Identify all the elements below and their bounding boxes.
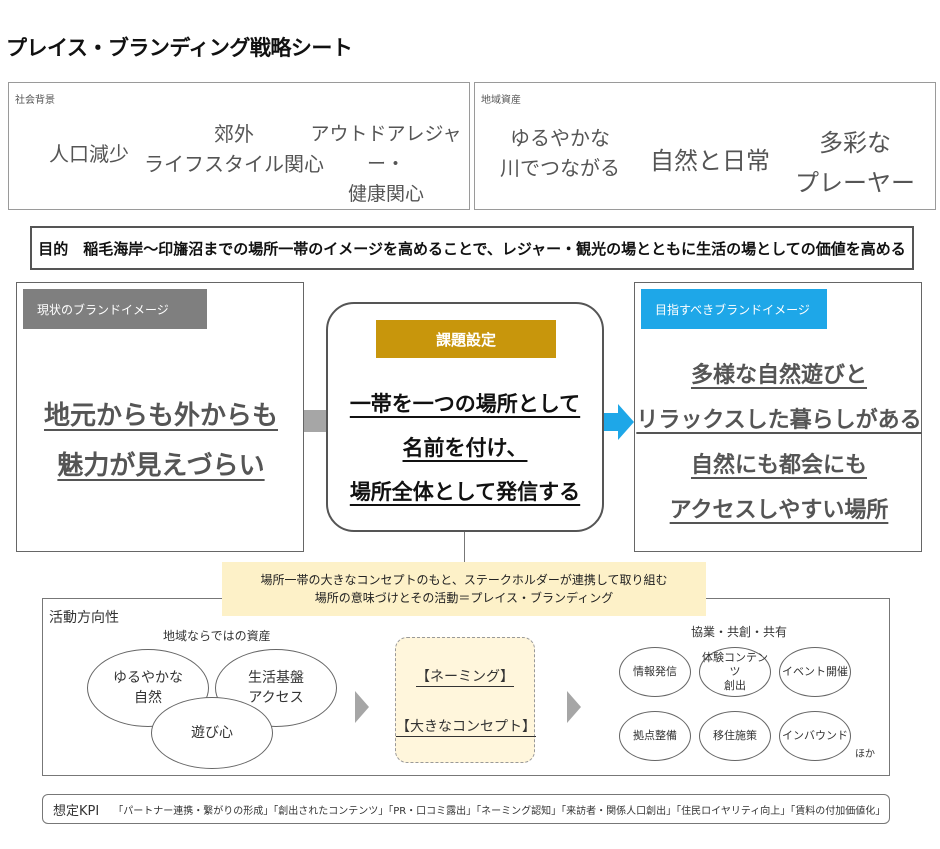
kpi-box: 想定KPI 「パートナー連携・繋がりの形成」「創出されたコンテンツ」「PR・口コ… [42,794,890,824]
naming-concept-box: 【ネーミング】 【大きなコンセプト】 [395,637,536,763]
arrow-right-icon [604,404,634,440]
regional-assets-label: 地域資産 [481,95,521,106]
target-brand-tag: 目指すべきブランドイメージ [641,289,827,329]
social-background-box: 社会背景 人口減少 郊外 ライフスタイル関心 アウトドアレジャー・ 健康関心 [8,82,470,210]
social-item-1: 人口減少 [49,142,129,166]
vertical-connector [464,532,465,566]
action-event: イベント開催 [779,647,851,697]
concept-note: 場所一帯の大きなコンセプトのもと、ステークホルダーが連携して取り組む 場所の意味… [222,562,706,616]
purpose-banner: 目的 稲毛海岸～印旛沼までの場所一帯のイメージを高めることで、レジャー・観光の場… [30,226,914,270]
regional-assets-box: 地域資産 ゆるやかな 川でつながる 自然と日常 多彩な プレーヤー [474,82,936,210]
assets-label: 地域ならではの資産 [163,629,271,643]
activity-label: 活動方向性 [49,610,119,626]
social-background-label: 社会背景 [15,95,55,106]
page-title: プレイス・ブランディング戦略シート [6,36,353,60]
action-inbound: インバウンド [779,711,851,761]
chevron-right-icon [355,691,369,723]
resource-item-3: 多彩な プレーヤー [795,129,915,197]
action-base: 拠点整備 [619,711,691,761]
activity-box: 活動方向性 地域ならではの資産 ゆるやかな 自然 生活基盤 アクセス 遊び心 【… [42,598,890,776]
action-info: 情報発信 [619,647,691,697]
social-item-3: アウトドアレジャー・ 健康関心 [310,123,462,205]
current-brand-text: 地元からも外からも 魅力が見えづらい [43,401,278,481]
issue-setting-tag: 課題設定 [376,320,556,358]
naming-text: 【ネーミング】 [416,669,514,685]
current-brand-tag: 現状のブランドイメージ [23,289,207,329]
target-brand-text: 多様な自然遊びと リラックスした暮らしがある 自然にも都会にも アクセスしやすい… [636,363,922,523]
action-content: 体験コンテンツ 創出 [699,647,771,697]
issue-setting-text: 一帯を一つの場所として 名前を付け、 場所全体として発信する [349,392,581,504]
kpi-text: 「パートナー連携・繋がりの形成」「創出されたコンテンツ」「PR・口コミ露出」「ネ… [113,805,886,817]
collab-label: 協業・共創・共有 [691,625,788,639]
asset-oval-nature: ゆるやかな 自然 [87,649,209,727]
current-brand-box: 現状のブランドイメージ 地元からも外からも 魅力が見えづらい [16,282,304,552]
target-brand-box: 目指すべきブランドイメージ 多様な自然遊びと リラックスした暮らしがある 自然に… [634,282,922,552]
resource-item-2: 自然と日常 [650,147,770,175]
big-concept-text: 【大きなコンセプト】 [396,719,536,735]
resource-item-1: ゆるやかな 川でつながる [500,126,620,180]
issue-setting-box: 課題設定 一帯を一つの場所として 名前を付け、 場所全体として発信する [326,302,604,532]
kpi-label: 想定KPI [53,803,100,819]
chevron-right-icon [567,691,581,723]
social-item-2: 郊外 ライフスタイル関心 [144,122,324,176]
action-migration: 移住施策 [699,711,771,761]
etc-text: ほか [855,749,875,760]
asset-oval-playfulness: 遊び心 [151,697,273,769]
connector-bar [304,410,330,432]
